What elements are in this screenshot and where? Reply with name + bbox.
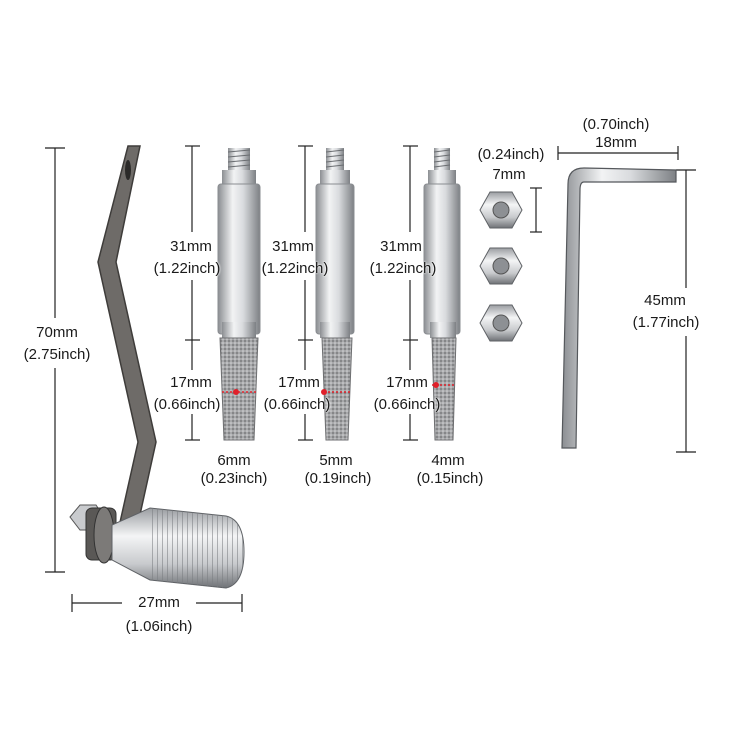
bit-3 [423, 148, 461, 441]
bit-3-tip-mm: 17mm [386, 374, 428, 391]
hex-key-wrench [561, 167, 677, 449]
bit-3-shank-mm: 31mm [380, 238, 422, 255]
bit-2-shank-inch: (1.22inch) [261, 260, 329, 277]
bent-handle-bar [97, 145, 157, 561]
knob-width-mm: 27mm [138, 594, 180, 611]
handle-height-mm: 70mm [36, 324, 78, 341]
bit-2-shank-mm: 31mm [272, 238, 314, 255]
hex-nut-3 [479, 304, 523, 342]
bit-1-tip-mm: 17mm [170, 374, 212, 391]
bit-1-diameter-mm: 6mm [217, 452, 251, 469]
bit-1-shank-mm: 31mm [170, 238, 212, 255]
hex-nut-1 [479, 191, 523, 229]
handle-hole [125, 160, 131, 180]
bit-3-diameter-inch: (0.15inch) [416, 470, 484, 487]
nut-size-mm: 7mm [492, 166, 526, 183]
bit-1-tip-inch: (0.66inch) [153, 396, 221, 413]
bit-2-diamond-tip [321, 337, 353, 441]
bit-3-shank [423, 183, 461, 335]
knob-width-inch: (1.06inch) [125, 618, 193, 635]
bit-3-shank-inch: (1.22inch) [369, 260, 437, 277]
hex-nut-2 [479, 247, 523, 285]
bit-2 [315, 148, 355, 441]
bit-2-diameter-inch: (0.19inch) [304, 470, 372, 487]
bit-2-tip-mm: 17mm [278, 374, 320, 391]
bit-1-diameter-inch: (0.23inch) [200, 470, 268, 487]
bit-2-thread [326, 148, 344, 170]
hex-key-width-inch: (0.70inch) [582, 116, 650, 133]
handle-height-inch: (2.75inch) [23, 346, 91, 363]
hex-key-length-inch: (1.77inch) [632, 314, 700, 331]
bit-3-diamond-tip [431, 337, 457, 441]
bit-1 [217, 148, 261, 441]
handle-bolt [69, 504, 117, 564]
bit-3-thread [434, 148, 450, 170]
bit-2-diameter-mm: 5mm [319, 452, 353, 469]
bit-1-shank-inch: (1.22inch) [153, 260, 221, 277]
bit-3-tip-inch: (0.66inch) [373, 396, 441, 413]
bit-1-shank [217, 183, 261, 335]
bit-3-diameter-mm: 4mm [431, 452, 465, 469]
handle-knob [111, 507, 245, 589]
hex-key-length-mm: 45mm [644, 292, 686, 309]
bit-2-tip-inch: (0.66inch) [263, 396, 331, 413]
hex-key-width-mm: 18mm [595, 134, 637, 151]
bit-1-thread [228, 148, 250, 170]
bit-1-diamond-tip [219, 337, 259, 441]
bit-2-shank [315, 183, 355, 335]
nut-size-inch: (0.24inch) [477, 146, 545, 163]
dimension-lines [45, 145, 696, 612]
